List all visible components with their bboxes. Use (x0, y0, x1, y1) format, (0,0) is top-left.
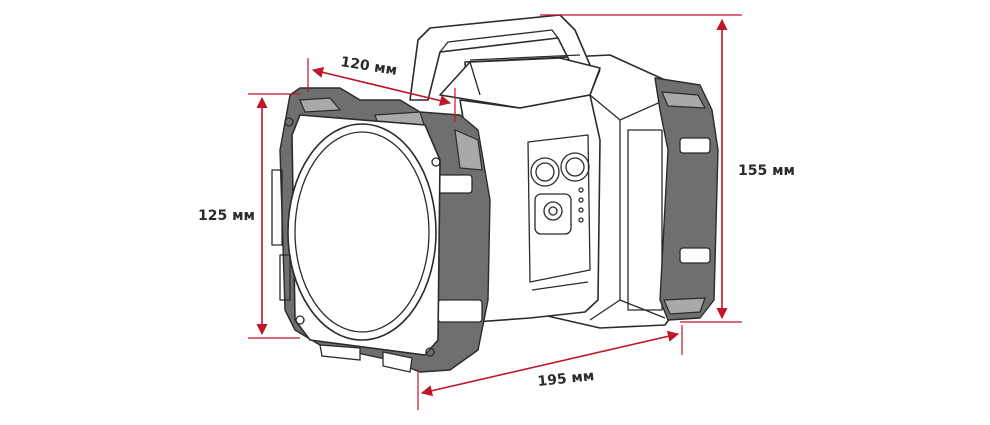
usb-port-icon (530, 157, 560, 187)
power-button (534, 193, 572, 235)
control-panel (527, 134, 591, 283)
side-panel (627, 129, 663, 311)
depth-label: 120 мм (339, 54, 398, 79)
dimension-lines (248, 14, 742, 410)
total-height-label: 155 мм (738, 163, 795, 179)
lens (287, 123, 437, 341)
depth-dimension-line (311, 66, 452, 107)
lantern-illustration (271, 14, 719, 373)
screw-icon (284, 117, 294, 127)
battery-indicator-leds (578, 187, 584, 223)
length-label: 195 мм (537, 368, 595, 390)
length-dimension-line (420, 330, 680, 397)
body-height-label: 125 мм (198, 208, 255, 224)
charging-port-icon (560, 152, 590, 182)
